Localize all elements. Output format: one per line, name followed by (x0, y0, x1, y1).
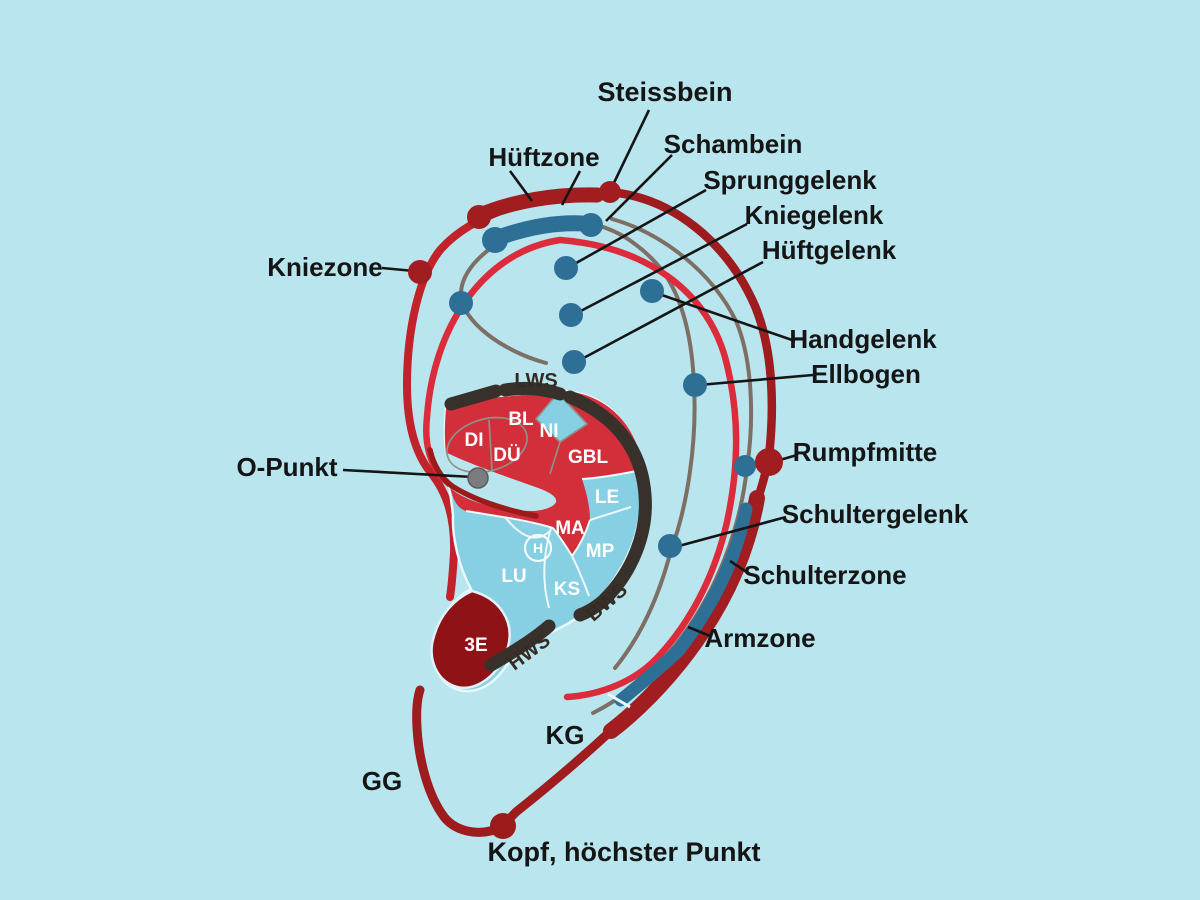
leader-armzone (687, 625, 711, 638)
border-h-wedge (504, 516, 552, 539)
border-due-gbl (549, 441, 561, 475)
zone-ma-label: MA (555, 518, 585, 539)
schultergelenk-label: Schultergelenk (782, 499, 969, 529)
hueftzone-label: Hüftzone (488, 142, 599, 172)
border-mp-ks (571, 555, 590, 597)
handgelenk-label: Handgelenk (789, 324, 937, 354)
hws-arc (484, 619, 556, 672)
ellbogen-dot (683, 373, 707, 397)
zone-due-label: DÜ (493, 445, 520, 466)
zone-di-label: DI (465, 430, 484, 451)
border-ma-mp (571, 519, 591, 557)
zone-h-label: H (533, 540, 543, 556)
o-punkt-label: O-Punkt (236, 452, 337, 482)
leader-hueftgelenk (577, 260, 764, 363)
border-ma-h (552, 527, 573, 557)
leader-steissbein (609, 109, 651, 190)
kniezone-label: Kniezone (267, 252, 383, 282)
zone-ni-shape (534, 391, 589, 444)
gg-label: GG (362, 766, 402, 796)
schultergelenk-dot (658, 534, 682, 558)
armzone-band (614, 502, 753, 707)
zone-ks-label: KS (554, 579, 580, 600)
zone-bl-label: BL (508, 409, 534, 430)
armzone-label: Armzone (704, 623, 815, 653)
lws-arc-left (444, 384, 503, 411)
leader-sprunggelenk (568, 188, 707, 269)
ellbogen-label: Ellbogen (811, 359, 921, 389)
bws-arc (563, 390, 652, 622)
zone-le-label: LE (595, 487, 619, 508)
leader-o-punkt (342, 468, 474, 479)
rumpfmitte-dot (755, 448, 783, 476)
kg-label: KG (546, 720, 585, 750)
hueftgelenk-label: Hüftgelenk (762, 235, 897, 265)
kopf-label: Kopf, höchster Punkt (487, 837, 760, 867)
leader-hueftzone-right (560, 170, 582, 206)
sprunggelenk-dot (554, 256, 578, 280)
zone-lu-label: LU (501, 566, 526, 587)
rumpfmitte-label: Rumpfmitte (793, 437, 937, 467)
leader-hueftzone-left (508, 170, 534, 202)
handgelenk-dot (640, 279, 664, 303)
kniegelenk-label: Kniegelenk (745, 200, 884, 230)
zone-ni-label: NI (540, 421, 559, 442)
sprunggelenk-label: Sprunggelenk (703, 165, 877, 195)
rumpf-scapha-dot (734, 455, 756, 477)
schulterzone-label: Schulterzone (743, 560, 906, 590)
leader-schulterzone (729, 559, 749, 575)
border-ma-bottom (465, 510, 554, 529)
border-ks-lu (543, 527, 552, 609)
steissbein-label: Steissbein (597, 77, 732, 107)
leader-kniegelenk (574, 222, 748, 316)
hueftzone-band-cap (467, 205, 491, 229)
fossa-side-dot (449, 291, 473, 315)
schambein-label: Schambein (664, 129, 803, 159)
zone-h-circle (523, 533, 553, 563)
earlobe-outline (412, 685, 619, 837)
crus-helix-red-line (427, 447, 539, 519)
hueftgelenk-dot (562, 350, 586, 374)
zone-3e-label: 3E (464, 635, 487, 656)
leader-handgelenk (655, 291, 796, 343)
leader-ellbogen (698, 373, 814, 387)
lws-label: LWS (514, 370, 557, 392)
kniezone-dot (408, 260, 432, 284)
kniegelenk-dot (559, 303, 583, 327)
schulterzone-band (603, 490, 765, 739)
border-di-due-divider (488, 419, 493, 471)
band-end-separator (607, 692, 631, 709)
hueftzone-band (470, 187, 605, 224)
schambein-band (487, 215, 598, 247)
leader-schultergelenk (674, 515, 787, 549)
zone-gbl-label: GBL (568, 447, 609, 468)
kopf-dot (490, 813, 516, 839)
zone-mp-label: MP (586, 541, 615, 562)
schambein-band-cap-left (482, 227, 508, 253)
leader-schambein (605, 154, 673, 222)
border-di-due (446, 416, 528, 474)
border-le-mp (589, 506, 632, 521)
schambein-band-cap-right (579, 213, 603, 237)
o-punkt-dot (467, 467, 489, 489)
lws-arc-right (498, 381, 567, 401)
steissbein-dot (599, 181, 621, 203)
